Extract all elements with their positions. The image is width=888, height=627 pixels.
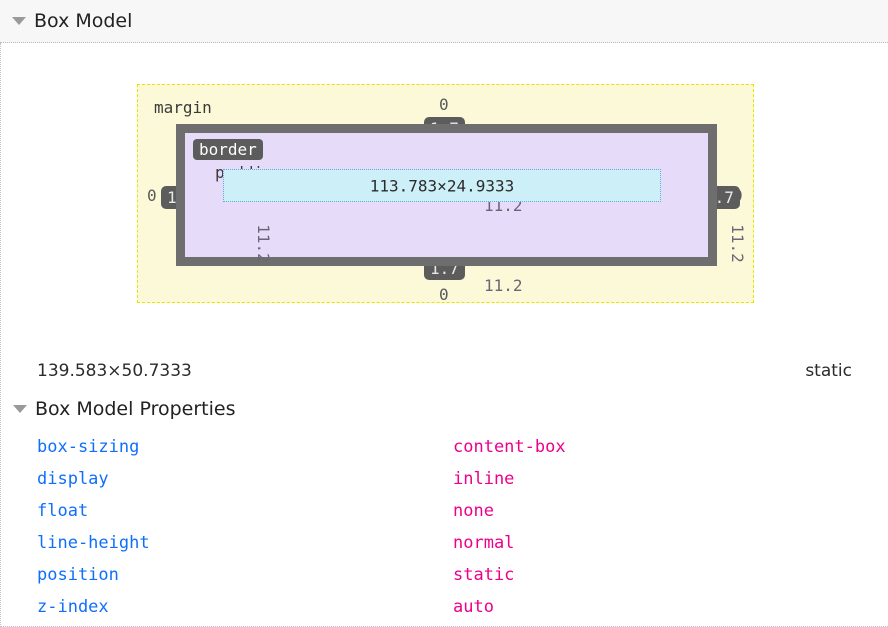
margin-bottom-value[interactable]: 0 <box>439 285 449 304</box>
property-value[interactable]: auto <box>453 597 494 617</box>
box-model-panel-header[interactable]: Box Model <box>0 0 888 43</box>
margin-box-label: margin <box>154 98 212 117</box>
border-box-label: border <box>193 139 263 160</box>
table-row[interactable]: position static <box>1 559 888 591</box>
box-model-properties-list: box-sizing content-box display inline fl… <box>1 431 888 627</box>
padding-left-value[interactable]: 11.2 <box>253 224 273 263</box>
margin-left-value[interactable]: 0 <box>147 186 157 205</box>
box-model-diagram-margin-box[interactable]: margin 0 0 0 0 1.7 1.7 1.7 1.7 border pa… <box>137 84 754 304</box>
table-row[interactable]: box-sizing content-box <box>1 431 888 463</box>
triangle-down-icon[interactable] <box>12 17 26 25</box>
property-name: line-height <box>37 533 150 553</box>
property-value[interactable]: content-box <box>453 437 566 457</box>
padding-right-value[interactable]: 11.2 <box>727 224 747 263</box>
property-name: position <box>37 565 119 585</box>
box-model-summary: 139.583×50.7333 static <box>1 361 888 381</box>
box-model-diagram-border-box[interactable]: border padding 11.2 11.2 11.2 11.2 113.7… <box>176 124 747 295</box>
property-name: float <box>37 501 89 521</box>
box-model-diagram-content-box[interactable]: 113.783×24.9333 <box>223 169 661 202</box>
property-name: z-index <box>37 597 109 617</box>
element-position-label: static <box>805 361 852 381</box>
triangle-down-icon[interactable] <box>13 405 27 413</box>
property-value[interactable]: normal <box>453 533 515 553</box>
element-size-label: 139.583×50.7333 <box>37 361 192 381</box>
property-value[interactable]: none <box>453 501 494 521</box>
box-model-properties-header[interactable]: Box Model Properties <box>1 398 888 420</box>
table-row[interactable]: z-index auto <box>1 591 888 623</box>
margin-top-value[interactable]: 0 <box>439 95 449 114</box>
property-name: box-sizing <box>37 437 140 457</box>
table-row[interactable]: float none <box>1 495 888 527</box>
box-model-panel-body: margin 0 0 0 0 1.7 1.7 1.7 1.7 border pa… <box>0 43 888 627</box>
padding-bottom-value[interactable]: 11.2 <box>484 276 523 295</box>
property-name: display <box>37 469 109 489</box>
content-size-label: 113.783×24.9333 <box>369 176 515 195</box>
table-row[interactable]: display inline <box>1 463 888 495</box>
property-value[interactable]: inline <box>453 469 515 489</box>
table-row[interactable]: line-height normal <box>1 527 888 559</box>
page-title: Box Model <box>34 10 133 32</box>
property-value[interactable]: static <box>453 565 515 585</box>
box-model-properties-title: Box Model Properties <box>35 398 236 420</box>
